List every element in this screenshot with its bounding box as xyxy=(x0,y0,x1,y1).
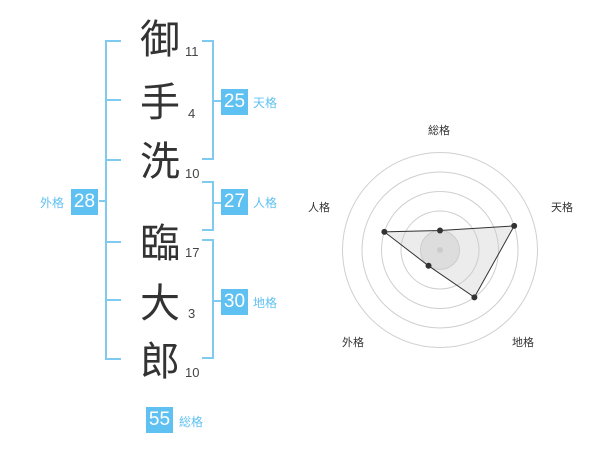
name-char-6: 郎 xyxy=(140,339,180,385)
name-char-5: 大 xyxy=(140,281,180,327)
radar-point-2 xyxy=(511,222,518,229)
stroke-count-1: 11 xyxy=(185,44,199,59)
jinkaku-value: 27 xyxy=(221,189,248,215)
stroke-count-6: 10 xyxy=(185,365,200,380)
radar-axis-label-chikaku: 地格 xyxy=(512,336,534,349)
radar-point-5 xyxy=(381,228,388,235)
gaikaku-label: 外格 xyxy=(40,196,65,210)
chikaku-label: 地格 xyxy=(253,296,278,310)
stroke-count-2: 4 xyxy=(188,106,196,121)
jinkaku-label: 人格 xyxy=(253,196,278,210)
radar-axis-label-soukaku: 総格 xyxy=(428,124,450,137)
stroke-count-5: 3 xyxy=(188,306,196,321)
name-char-3: 洗 xyxy=(140,139,180,185)
gaikaku-value: 28 xyxy=(71,189,98,215)
radar-center xyxy=(437,247,443,253)
tenkaku-value: 25 xyxy=(221,89,248,115)
tenkaku-label: 天格 xyxy=(253,96,278,110)
radar-point-4 xyxy=(425,262,432,269)
name-char-1: 御 xyxy=(140,17,180,63)
radar-axis-label-jinkaku: 人格 xyxy=(308,201,330,214)
name-char-2: 手 xyxy=(140,80,180,126)
stroke-count-4: 17 xyxy=(185,245,200,260)
radar-point-1 xyxy=(437,227,443,234)
radar-series-polygon xyxy=(382,225,516,299)
soukaku-label: 総格 xyxy=(179,415,204,429)
radar-point-3 xyxy=(471,294,478,301)
soukaku-value: 55 xyxy=(146,407,173,433)
stroke-count-3: 10 xyxy=(185,166,200,181)
radar-axis-label-gaikaku: 外格 xyxy=(342,336,364,349)
chikaku-value: 30 xyxy=(221,289,248,315)
radar-axis-label-tenkaku: 天格 xyxy=(551,201,573,214)
name-char-4: 臨 xyxy=(140,221,180,267)
